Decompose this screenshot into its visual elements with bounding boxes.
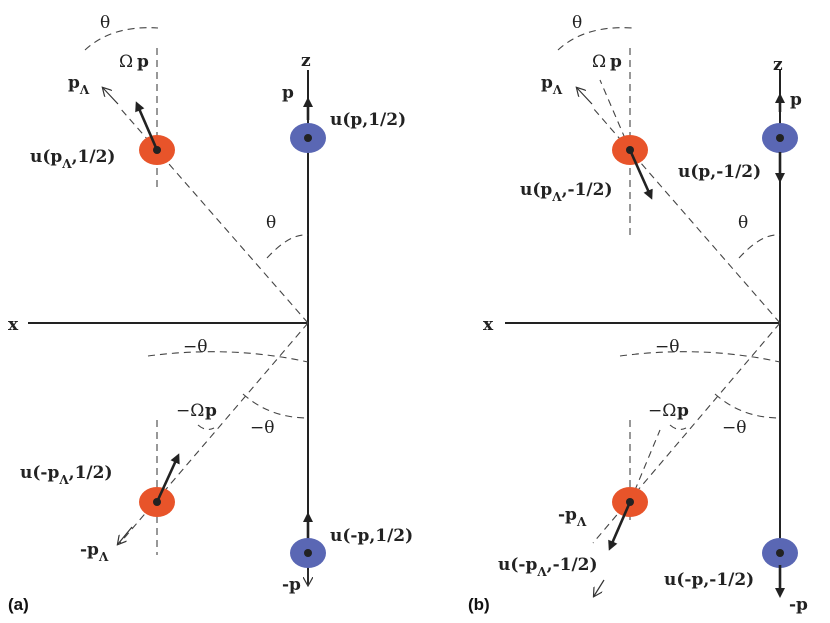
z-axis-label: z — [301, 51, 311, 71]
spin-arrow-top — [628, 149, 653, 200]
omega-p-label: p — [610, 52, 622, 72]
dot-center — [304, 134, 312, 142]
dot-center — [776, 549, 784, 557]
x-axis-label: x — [8, 315, 19, 335]
p-lambda-top-arrow — [103, 88, 119, 105]
u-bottom-label: u(-p,-1/2) — [664, 570, 754, 590]
panel-a-label: (a) — [8, 595, 29, 614]
neg-theta-arc-1 — [147, 351, 309, 363]
omega-label: Ω — [119, 52, 133, 72]
u-top-label: u(p,-1/2) — [678, 162, 761, 182]
neg-theta-label-2: −θ — [722, 418, 746, 438]
p-top-label: p — [790, 90, 802, 110]
u-top-label: u(p,1/2) — [330, 110, 406, 130]
p-lambda-bottom-arrow — [594, 579, 605, 596]
u-lambda-top-label: u(pΛ,1/2) — [30, 147, 115, 171]
theta-arc-center — [266, 234, 309, 259]
p-lambda-bottom-arrow — [118, 526, 133, 544]
spin-arrow-bottom — [155, 453, 180, 503]
neg-theta-label-1: −θ — [655, 337, 679, 357]
neg-theta-arc-1 — [619, 351, 781, 363]
u-lambda-bottom-label: u(-pΛ,1/2) — [20, 463, 113, 487]
theta-arc-top — [557, 27, 633, 51]
neg-p-label: -p — [282, 575, 301, 595]
theta-label-top: θ — [100, 13, 110, 33]
u-lambda-top-label: u(pΛ,-1/2) — [520, 180, 613, 204]
z-axis-label: z — [773, 55, 783, 75]
neg-p-label: -p — [789, 595, 808, 615]
panel-a: x z θ θ −θ −θ Ω p −Ω p pΛ -pΛ — [8, 13, 413, 614]
theta-label-top: θ — [572, 13, 582, 33]
panel-b-label: (b) — [468, 595, 490, 614]
omega-p-label: p — [137, 52, 149, 72]
theta-label-center: θ — [266, 213, 276, 233]
p-lambda-top-label: pΛ — [68, 73, 90, 97]
spin-arrow-bottom — [608, 501, 632, 551]
p-lambda-top-label: pΛ — [541, 73, 563, 97]
neg-omega-p-label: p — [205, 401, 217, 421]
neg-omega-label: −Ω — [648, 401, 676, 421]
neg-theta-label-1: −θ — [183, 337, 207, 357]
theta-arc-center — [738, 234, 781, 259]
panel-b: x z θ θ −θ −θ Ω p −Ω p pΛ -pΛ — [468, 13, 808, 615]
u-bottom-label: u(-p,1/2) — [330, 526, 413, 546]
spin-arrow-top — [135, 101, 159, 151]
neg-omega-arc — [669, 424, 687, 431]
x-axis-label: x — [483, 315, 494, 335]
dot-center — [304, 549, 312, 557]
neg-theta-arc-2 — [714, 393, 781, 419]
p-top-label: p — [282, 83, 294, 103]
neg-theta-arc-2 — [242, 393, 309, 419]
p-lambda-bottom-label: -pΛ — [80, 540, 109, 564]
dot-center — [776, 134, 784, 142]
u-lambda-bottom-label: u(-pΛ,-1/2) — [498, 555, 598, 579]
neg-theta-label-2: −θ — [250, 418, 274, 438]
theta-arc-top — [84, 27, 159, 51]
neg-omega-p-label: p — [677, 401, 689, 421]
neg-omega-arc — [197, 424, 215, 431]
omega-label: Ω — [592, 52, 606, 72]
p-lambda-bottom-label: -pΛ — [558, 505, 587, 529]
neg-omega-label: −Ω — [176, 401, 204, 421]
p-lambda-top-arrow — [577, 88, 593, 105]
theta-label-center: θ — [738, 213, 748, 233]
